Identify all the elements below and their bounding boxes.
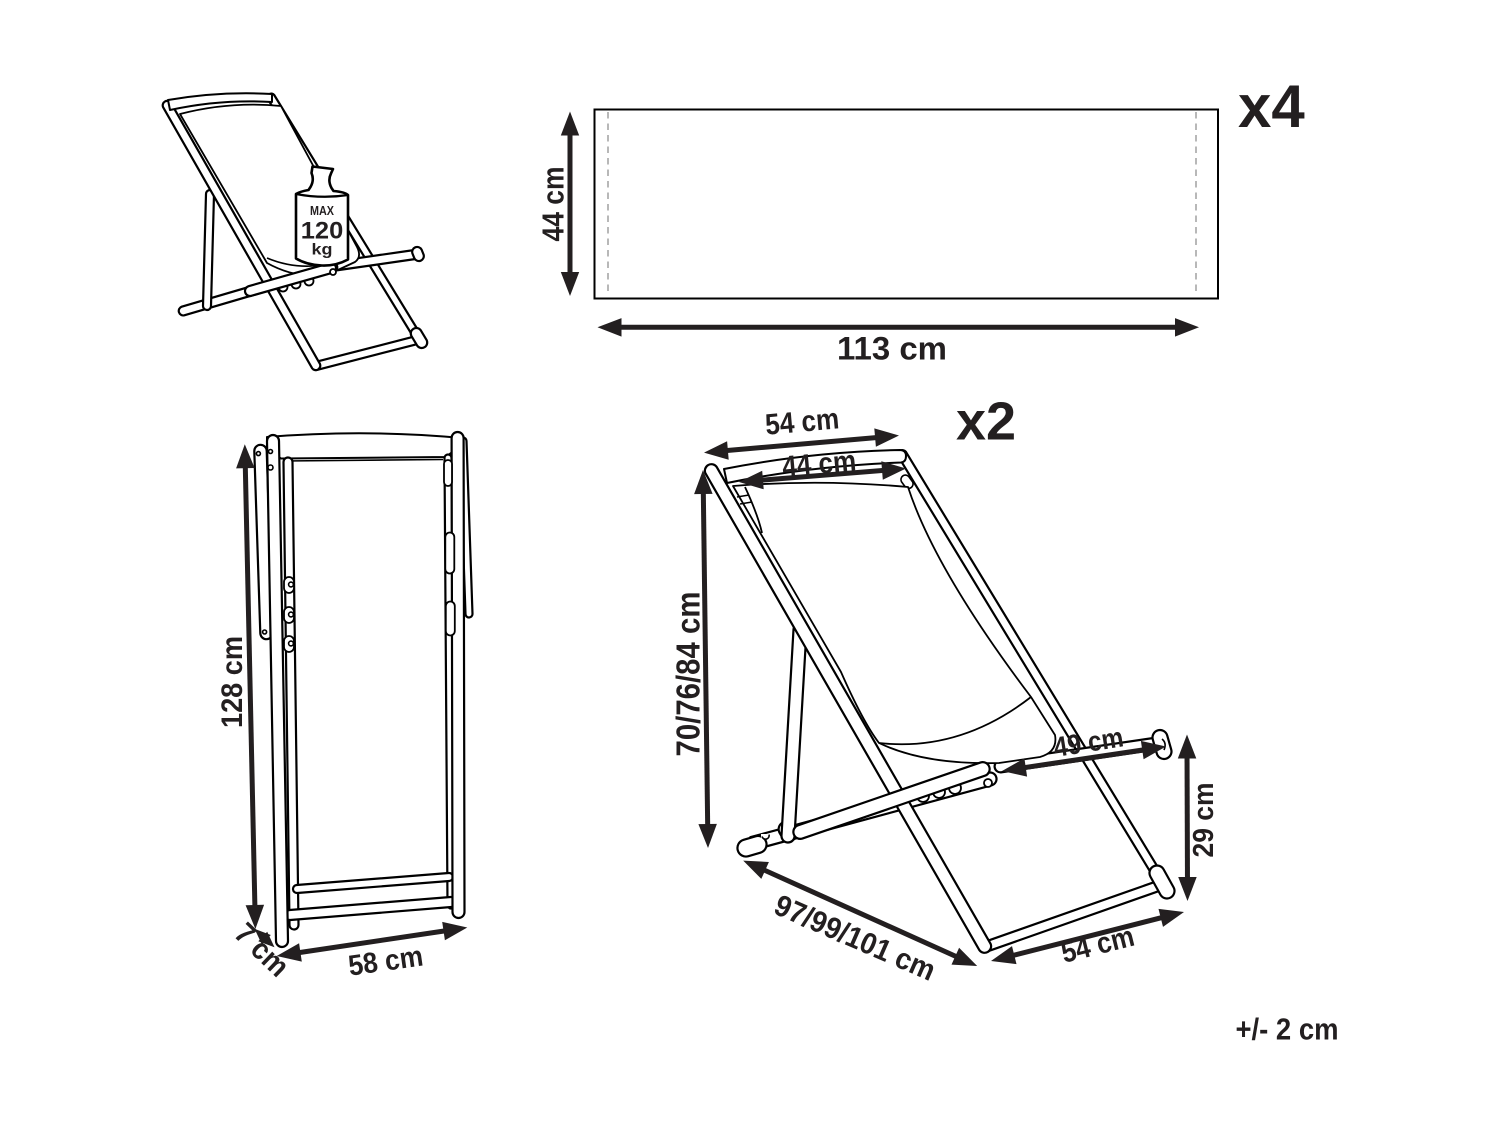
svg-text:kg: kg bbox=[312, 241, 333, 258]
svg-text:44 cm: 44 cm bbox=[781, 444, 858, 483]
svg-text:70/76/84 cm: 70/76/84 cm bbox=[670, 592, 707, 757]
svg-text:128 cm: 128 cm bbox=[216, 636, 249, 728]
svg-text:44 cm: 44 cm bbox=[536, 167, 571, 242]
svg-text:+/- 2 cm: +/- 2 cm bbox=[1236, 1012, 1339, 1047]
svg-text:MAX: MAX bbox=[310, 203, 334, 218]
svg-text:113 cm: 113 cm bbox=[837, 331, 947, 367]
svg-text:x4: x4 bbox=[1238, 73, 1305, 140]
svg-text:120: 120 bbox=[301, 218, 344, 245]
svg-text:x2: x2 bbox=[956, 391, 1016, 451]
svg-text:54 cm: 54 cm bbox=[764, 402, 841, 441]
svg-text:58 cm: 58 cm bbox=[346, 941, 425, 983]
svg-text:29 cm: 29 cm bbox=[1188, 783, 1220, 858]
svg-text:54 cm: 54 cm bbox=[1058, 920, 1138, 970]
